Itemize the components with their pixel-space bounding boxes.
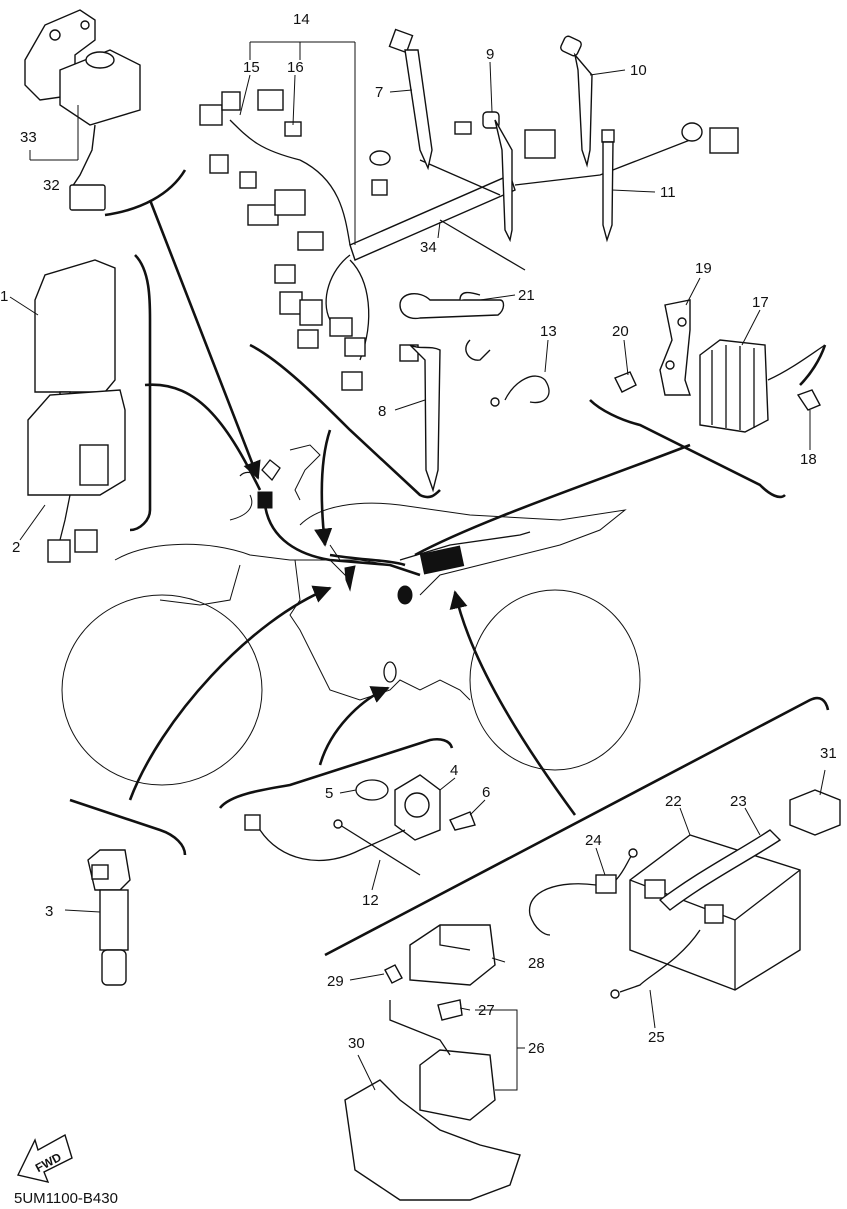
group-brackets bbox=[69, 169, 830, 957]
part-33-bracket bbox=[24, 9, 141, 211]
part-9-cable-tie bbox=[482, 111, 513, 243]
callout-11: 11 bbox=[660, 184, 676, 201]
part-12-lead bbox=[244, 814, 421, 876]
part-10-cable-tie bbox=[560, 35, 593, 168]
part-34-main-harness bbox=[229, 119, 691, 361]
callout-16: 16 bbox=[287, 59, 304, 76]
callout-1: 1 bbox=[0, 288, 8, 305]
callout-labels: 14 15 16 33 32 1 2 3 7 8 9 10 11 21 13 3… bbox=[0, 11, 837, 1057]
callout-leaders bbox=[9, 41, 826, 1091]
callout-4: 4 bbox=[450, 762, 458, 779]
callout-33: 33 bbox=[20, 129, 37, 146]
part-5-oring bbox=[355, 779, 389, 801]
harness-connectors bbox=[199, 89, 739, 391]
callout-8: 8 bbox=[378, 403, 386, 420]
part-22-battery bbox=[629, 834, 801, 991]
callout-20: 20 bbox=[612, 323, 629, 340]
part-17-regulator bbox=[699, 339, 826, 433]
part-25-lead bbox=[610, 929, 701, 999]
callout-18: 18 bbox=[800, 451, 817, 468]
callout-3: 3 bbox=[45, 903, 53, 920]
callout-10: 10 bbox=[630, 62, 647, 79]
part-31-connector bbox=[789, 789, 841, 836]
part-1-cover bbox=[34, 259, 116, 413]
part-8-cable-tie bbox=[399, 344, 441, 493]
part-29-bolt bbox=[384, 964, 403, 984]
callout-6: 6 bbox=[482, 784, 490, 801]
part-20-bolt bbox=[614, 371, 637, 393]
motorcycle-silhouette bbox=[61, 444, 641, 786]
part-24-lead bbox=[529, 848, 638, 936]
callout-27: 27 bbox=[478, 1002, 495, 1019]
callout-9: 9 bbox=[486, 46, 494, 63]
part-30-tray bbox=[344, 1079, 521, 1201]
part-18-bolt bbox=[796, 389, 821, 411]
callout-28: 28 bbox=[528, 955, 545, 972]
callout-14: 14 bbox=[293, 11, 310, 28]
part-6-bolt bbox=[449, 811, 476, 831]
part-21-clamp bbox=[399, 291, 505, 361]
pointer-arrows bbox=[128, 199, 691, 816]
callout-15: 15 bbox=[243, 59, 260, 76]
callout-5: 5 bbox=[325, 785, 333, 802]
callout-26: 26 bbox=[528, 1040, 545, 1057]
callout-31: 31 bbox=[820, 745, 837, 762]
part-27-fuse bbox=[437, 999, 463, 1021]
callout-34: 34 bbox=[420, 239, 437, 256]
callout-2: 2 bbox=[12, 539, 20, 556]
callout-7: 7 bbox=[375, 84, 383, 101]
callout-25: 25 bbox=[648, 1029, 665, 1046]
callout-30: 30 bbox=[348, 1035, 365, 1052]
part-3-ignition-coil bbox=[87, 849, 131, 986]
callout-21: 21 bbox=[518, 287, 535, 304]
callout-22: 22 bbox=[665, 793, 682, 810]
callout-23: 23 bbox=[730, 793, 747, 810]
callout-32: 32 bbox=[43, 177, 60, 194]
callout-19: 19 bbox=[695, 260, 712, 277]
part-2-cdi-unit bbox=[27, 389, 126, 563]
callout-12: 12 bbox=[362, 892, 379, 909]
part-4-sensor bbox=[394, 774, 441, 841]
callout-13: 13 bbox=[540, 323, 557, 340]
part-19-bracket bbox=[659, 299, 691, 396]
fwd-arrow-icon: FWD bbox=[16, 1133, 73, 1183]
part-11-cable-tie bbox=[601, 129, 615, 243]
part-13-lead bbox=[490, 375, 550, 407]
harness-on-bike bbox=[239, 459, 531, 683]
callout-17: 17 bbox=[752, 294, 769, 311]
callout-24: 24 bbox=[585, 832, 602, 849]
callout-29: 29 bbox=[327, 973, 344, 990]
diagram-code: 5UM1100-B430 bbox=[14, 1190, 118, 1207]
part-28-cover bbox=[409, 924, 496, 986]
part-23-strap bbox=[658, 829, 782, 911]
part-26-relay bbox=[389, 1000, 496, 1121]
part-7-cable-tie bbox=[388, 28, 433, 171]
